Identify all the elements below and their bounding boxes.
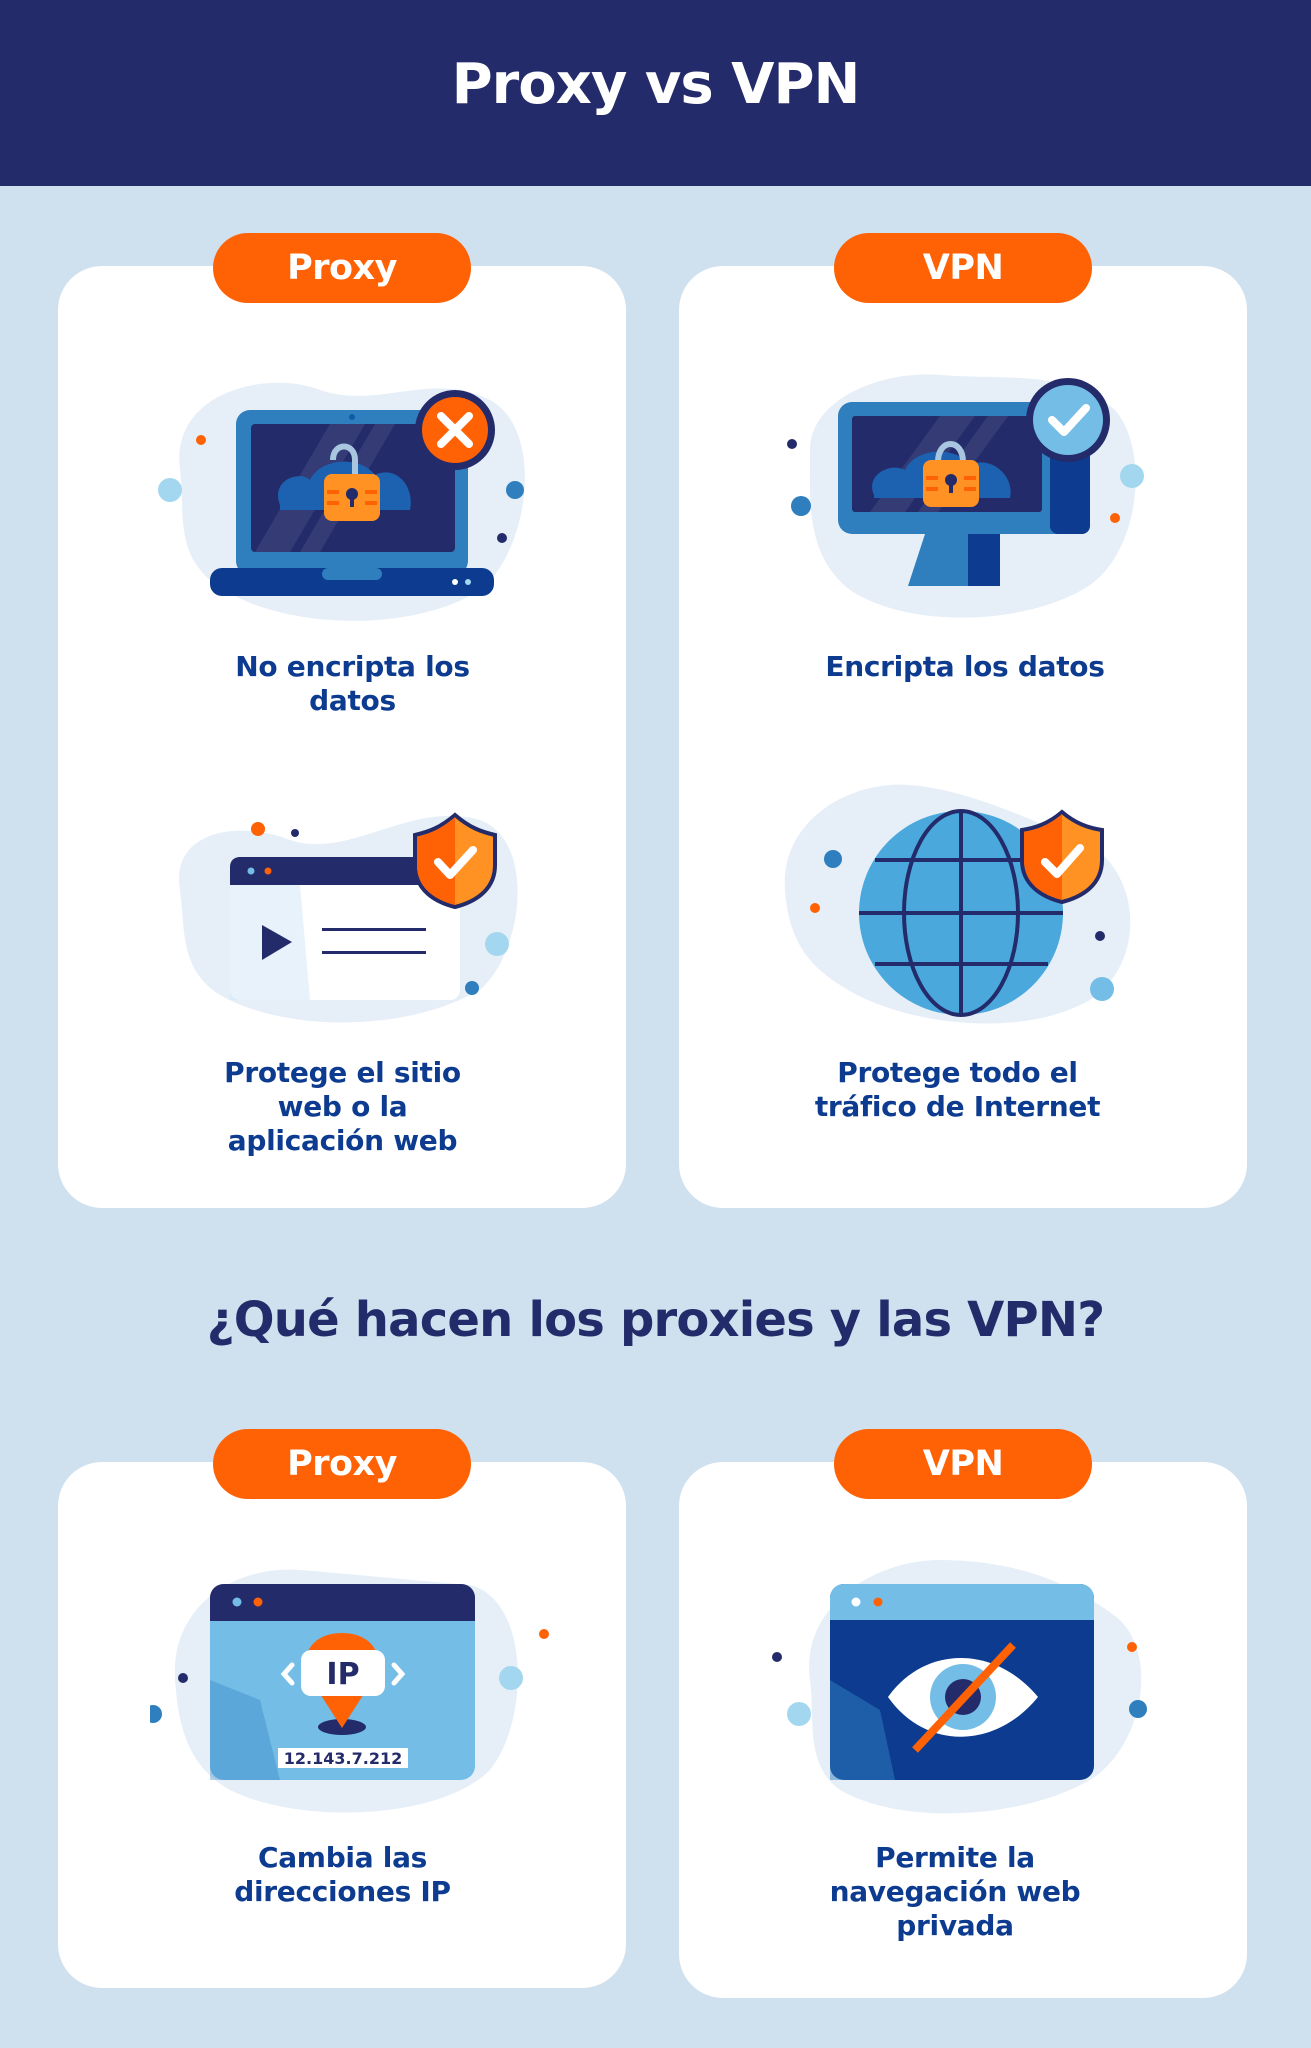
- monitor-locked-padlock-check-icon: [787, 374, 1144, 618]
- header-banner: Proxy vs VPN: [0, 0, 1311, 186]
- vpn-function-caption: Permite la navegación web privada: [829, 1841, 1081, 1942]
- globe-shield-check-icon: [784, 784, 1131, 1024]
- vpn-label-pill: VPN: [834, 233, 1092, 303]
- vpn-function-label-pill: VPN: [834, 1429, 1092, 1499]
- proxy-feature-caption-2: Protege el sitio web o la aplicación web: [224, 1056, 461, 1157]
- laptop-unlocked-padlock-x-icon: [158, 382, 525, 621]
- proxy-function-label-pill: Proxy: [213, 1429, 471, 1499]
- vpn-feature-caption-1: Encripta los datos: [825, 650, 1105, 683]
- svg-text:12.143.7.212: 12.143.7.212: [284, 1749, 402, 1768]
- section-title: ¿Qué hacen los proxies y las VPN?: [206, 1292, 1105, 1348]
- proxy-label-pill: Proxy: [213, 233, 471, 303]
- browser-ip-location-icon: IP 12.143.7.212: [150, 1569, 549, 1813]
- browser-window-shield-check-icon: [179, 812, 518, 1023]
- proxy-feature-caption-1: No encripta los datos: [235, 650, 470, 717]
- page-title: Proxy vs VPN: [451, 52, 861, 117]
- proxy-function-caption: Cambia las direcciones IP: [234, 1841, 451, 1908]
- browser-eye-crossed-icon: [772, 1560, 1147, 1814]
- svg-text:IP: IP: [326, 1657, 359, 1692]
- vpn-feature-caption-2: Protege todo el tráfico de Internet: [814, 1056, 1101, 1123]
